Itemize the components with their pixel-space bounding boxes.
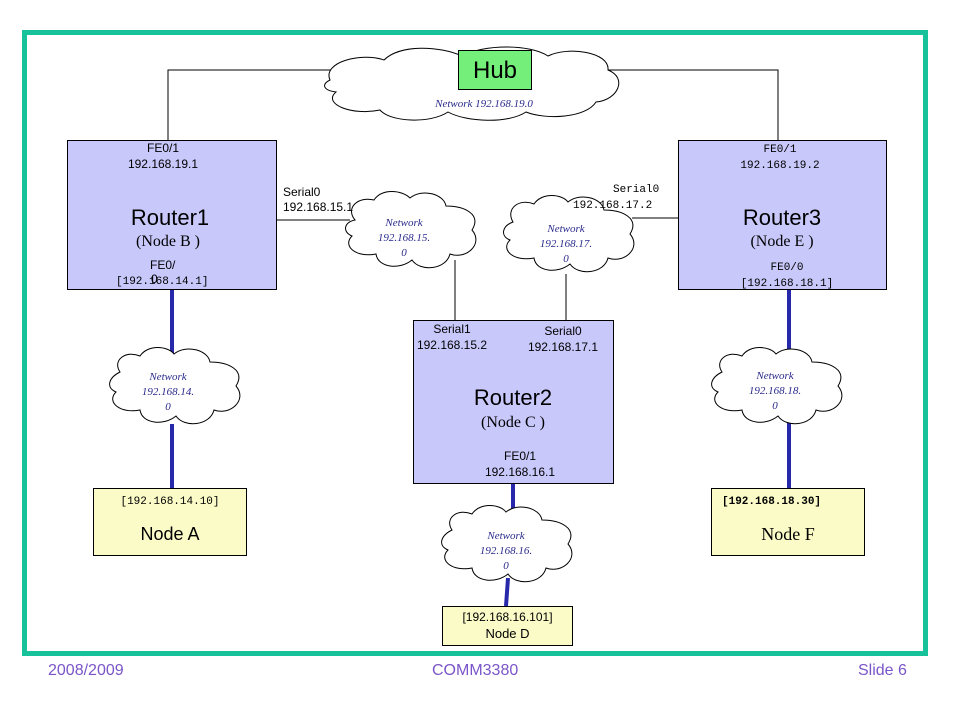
router3-node: (Node E ) xyxy=(750,233,814,250)
cloud-net14-label: Network 192.168.14. 0 xyxy=(141,371,195,413)
link-router3-hub xyxy=(532,69,779,140)
node-a-label: Node A xyxy=(140,524,200,544)
node-a-ip: [192.168.14.10] xyxy=(120,496,220,508)
router2-serial0-label: Serial0 xyxy=(544,324,582,338)
router3-fe01-label: FE0/1 xyxy=(763,144,797,156)
footer-date: 2008/2009 xyxy=(48,662,124,679)
router3-node-label: Node E xyxy=(755,233,805,250)
cloud-net16-label: Network 192.168.16. 0 xyxy=(479,530,533,572)
router1-fe00-label-cont: 0 xyxy=(151,272,158,286)
router2-fe01-label: FE0/1 xyxy=(503,449,537,463)
router1-fe01-ip: 192.168.19.1 xyxy=(127,157,199,171)
node-f: [192.168.18.30] Node F xyxy=(711,488,865,556)
router1-title: Router1 xyxy=(130,205,210,230)
cloud-net17-label: Network 192.168.17. 0 xyxy=(539,223,593,265)
router1 xyxy=(67,140,277,290)
router1-serial-ip: 192.168.15.1 xyxy=(283,200,354,214)
router1-fe01-label: FE0/1 xyxy=(146,141,180,155)
cloud-net14 xyxy=(109,347,241,425)
node-f-label: Node F xyxy=(761,524,815,544)
hub: Hub xyxy=(458,50,532,90)
router3-title: Router3 xyxy=(742,205,822,230)
cloud-net15 xyxy=(345,191,477,269)
footer-slide-number: Slide 6 xyxy=(858,662,907,679)
node-d: [192.168.16.101] Node D xyxy=(442,606,573,646)
router2-serial1-ip: 192.168.15.2 xyxy=(416,338,488,352)
router1-node: (Node B ) xyxy=(136,233,200,250)
router2-node-label: Node C xyxy=(486,414,536,431)
hub-network-label: Network 192.168.19.0 xyxy=(435,98,533,110)
cloud-net15-label: Network 192.168.15. 0 xyxy=(377,217,431,259)
router3-serial-ip: 192.168.17.2 xyxy=(573,200,653,212)
router2-node: (Node C ) xyxy=(481,414,545,431)
router2-fe01-ip: 192.168.16.1 xyxy=(484,465,556,479)
router3-serial-label: Serial0 xyxy=(613,184,660,196)
router1-fe00-label: FE0/ xyxy=(150,258,176,272)
footer-course: COMM3380 xyxy=(432,662,519,679)
slide-frame xyxy=(22,30,928,656)
router1-serial-label: Serial0 xyxy=(283,185,321,199)
router2-serial1-label: Serial1 xyxy=(433,322,471,336)
router1-node-label: Node B xyxy=(141,233,191,250)
router3-fe01-ip: 192.168.19.2 xyxy=(740,160,820,172)
link-net16-noded xyxy=(504,577,510,607)
node-f-ip: [192.168.18.30] xyxy=(722,496,822,508)
router1-fe00-ip: [192.168.14.1] xyxy=(116,276,209,288)
node-a: [192.168.14.10] Node A xyxy=(93,488,247,556)
node-d-label: Node D xyxy=(485,626,530,641)
router3 xyxy=(678,140,887,290)
router3-fe00-label: FE0/0 xyxy=(770,262,804,274)
router2-serial0-ip: 192.168.17.1 xyxy=(527,340,599,354)
hub-label: Hub xyxy=(472,57,518,84)
router2-title: Router2 xyxy=(473,385,553,410)
node-d-ip: [192.168.16.101] xyxy=(462,610,553,624)
cloud-net18 xyxy=(711,347,843,425)
cloud-net16 xyxy=(441,505,573,583)
cloud-net17 xyxy=(503,195,635,273)
router2 xyxy=(413,320,614,484)
router3-fe00-ip: [192.168.18.1] xyxy=(740,278,834,290)
cloud-net18-label: Network 192.168.18. 0 xyxy=(748,370,802,412)
